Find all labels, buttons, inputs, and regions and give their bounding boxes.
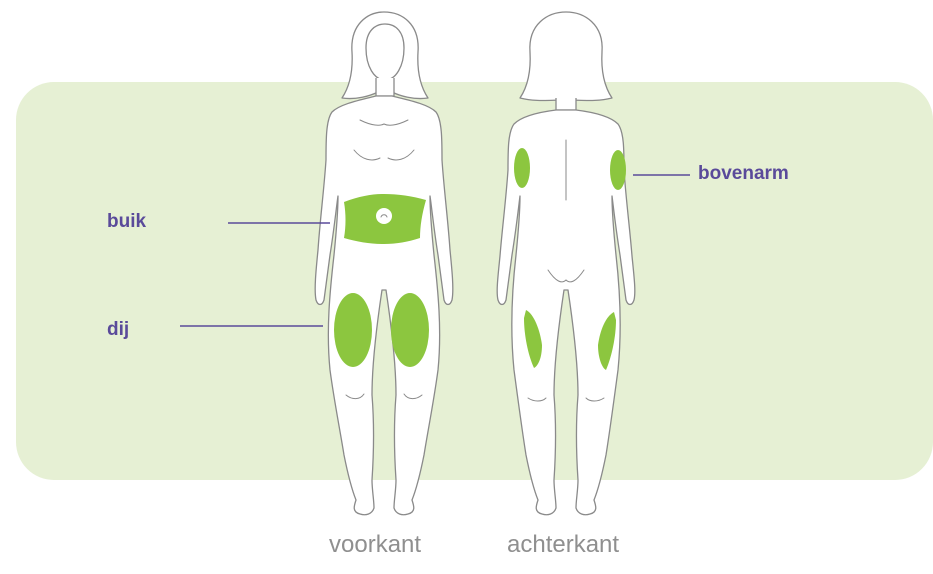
left-thigh-injection-site: [334, 293, 372, 367]
right-upper-arm-injection-site: [610, 150, 626, 190]
left-upper-arm-injection-site: [514, 148, 530, 188]
right-thigh-injection-site: [391, 293, 429, 367]
background-panel: [16, 82, 933, 480]
caption-front-view: voorkant: [329, 531, 421, 559]
navel-icon: [376, 208, 392, 224]
label-buik: buik: [107, 211, 146, 233]
label-bovenarm: bovenarm: [698, 163, 789, 185]
caption-back-view: achterkant: [507, 531, 619, 559]
label-dij: dij: [107, 319, 129, 341]
